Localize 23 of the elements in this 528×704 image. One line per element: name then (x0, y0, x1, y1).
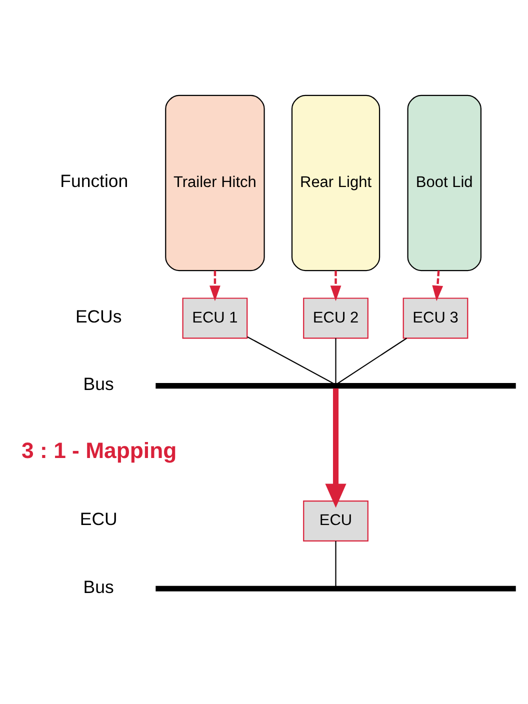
node-bar (156, 586, 516, 592)
label: ECUs (75, 306, 122, 326)
node-box: Trailer Hitch (165, 94, 265, 272)
label: Function (60, 171, 128, 192)
node-box: Boot Lid (407, 94, 482, 272)
arrow (432, 270, 444, 302)
node-box: ECU 3 (402, 298, 468, 339)
connector (337, 338, 407, 384)
node-box: Rear Light (291, 94, 380, 272)
connector (335, 541, 336, 586)
label: 3 : 1 - Mapping (22, 438, 177, 463)
node-box: ECU (303, 500, 368, 542)
label: Bus (83, 374, 114, 394)
arrow (330, 270, 342, 302)
arrow (325, 388, 346, 508)
label: Bus (83, 576, 114, 597)
node-box: ECU 1 (182, 298, 248, 339)
label: ECU (80, 509, 118, 530)
node-bar (156, 383, 516, 389)
connector (335, 338, 336, 384)
arrow (210, 270, 220, 302)
connector (247, 336, 334, 384)
node-box: ECU 2 (303, 298, 368, 339)
